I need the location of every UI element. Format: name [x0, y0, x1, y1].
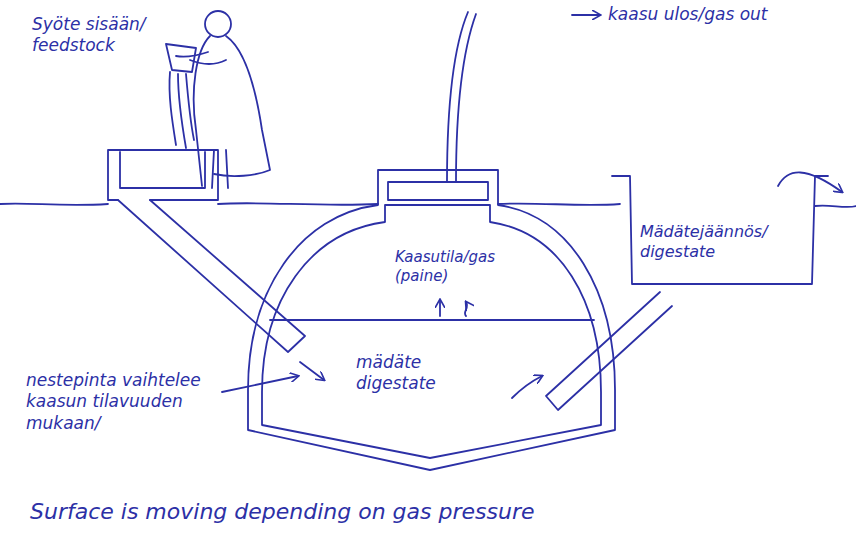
- surface-note-en: Surface is moving depending on gas press…: [30, 498, 535, 526]
- flow-arrow: [512, 376, 542, 398]
- feedstock-label: Syöte sisään/ feedstock: [32, 14, 150, 57]
- gas-out-arrow: [572, 14, 600, 16]
- surface-note-fi: nestepinta vaihtelee kaasun tilavuuden m…: [26, 370, 211, 434]
- gas-pipe: [447, 12, 476, 182]
- ground-line: [815, 206, 856, 207]
- inlet-box-inner: [120, 152, 205, 188]
- ground-line: [0, 204, 108, 205]
- digester-inner-wall: [262, 205, 601, 458]
- digestate-label: mädäte digestate: [356, 352, 466, 395]
- manhole-cover: [388, 182, 488, 200]
- inlet-pipe: [118, 200, 305, 352]
- leader-arrow: [222, 376, 298, 392]
- digester-outer-wall: [248, 170, 615, 470]
- flow-arrow: [300, 362, 324, 380]
- outlet-pipe: [546, 292, 672, 410]
- gas-rise-arrow: [465, 302, 467, 316]
- gas-rise-arrow: [439, 300, 441, 316]
- gas-out-label: kaasu ulos/gas out: [608, 4, 768, 25]
- ground-line: [498, 204, 620, 205]
- ground-line: [218, 203, 378, 205]
- woman-figure: [166, 11, 270, 188]
- gas-space-label: Kaasutila/gas (paine): [395, 248, 507, 286]
- overflow-arrow: [778, 172, 842, 192]
- digestate-outlet-label: Mädätejäännös/ digestate: [640, 222, 800, 262]
- slurry-surface: [270, 319, 594, 321]
- outlet-tank: [612, 176, 828, 284]
